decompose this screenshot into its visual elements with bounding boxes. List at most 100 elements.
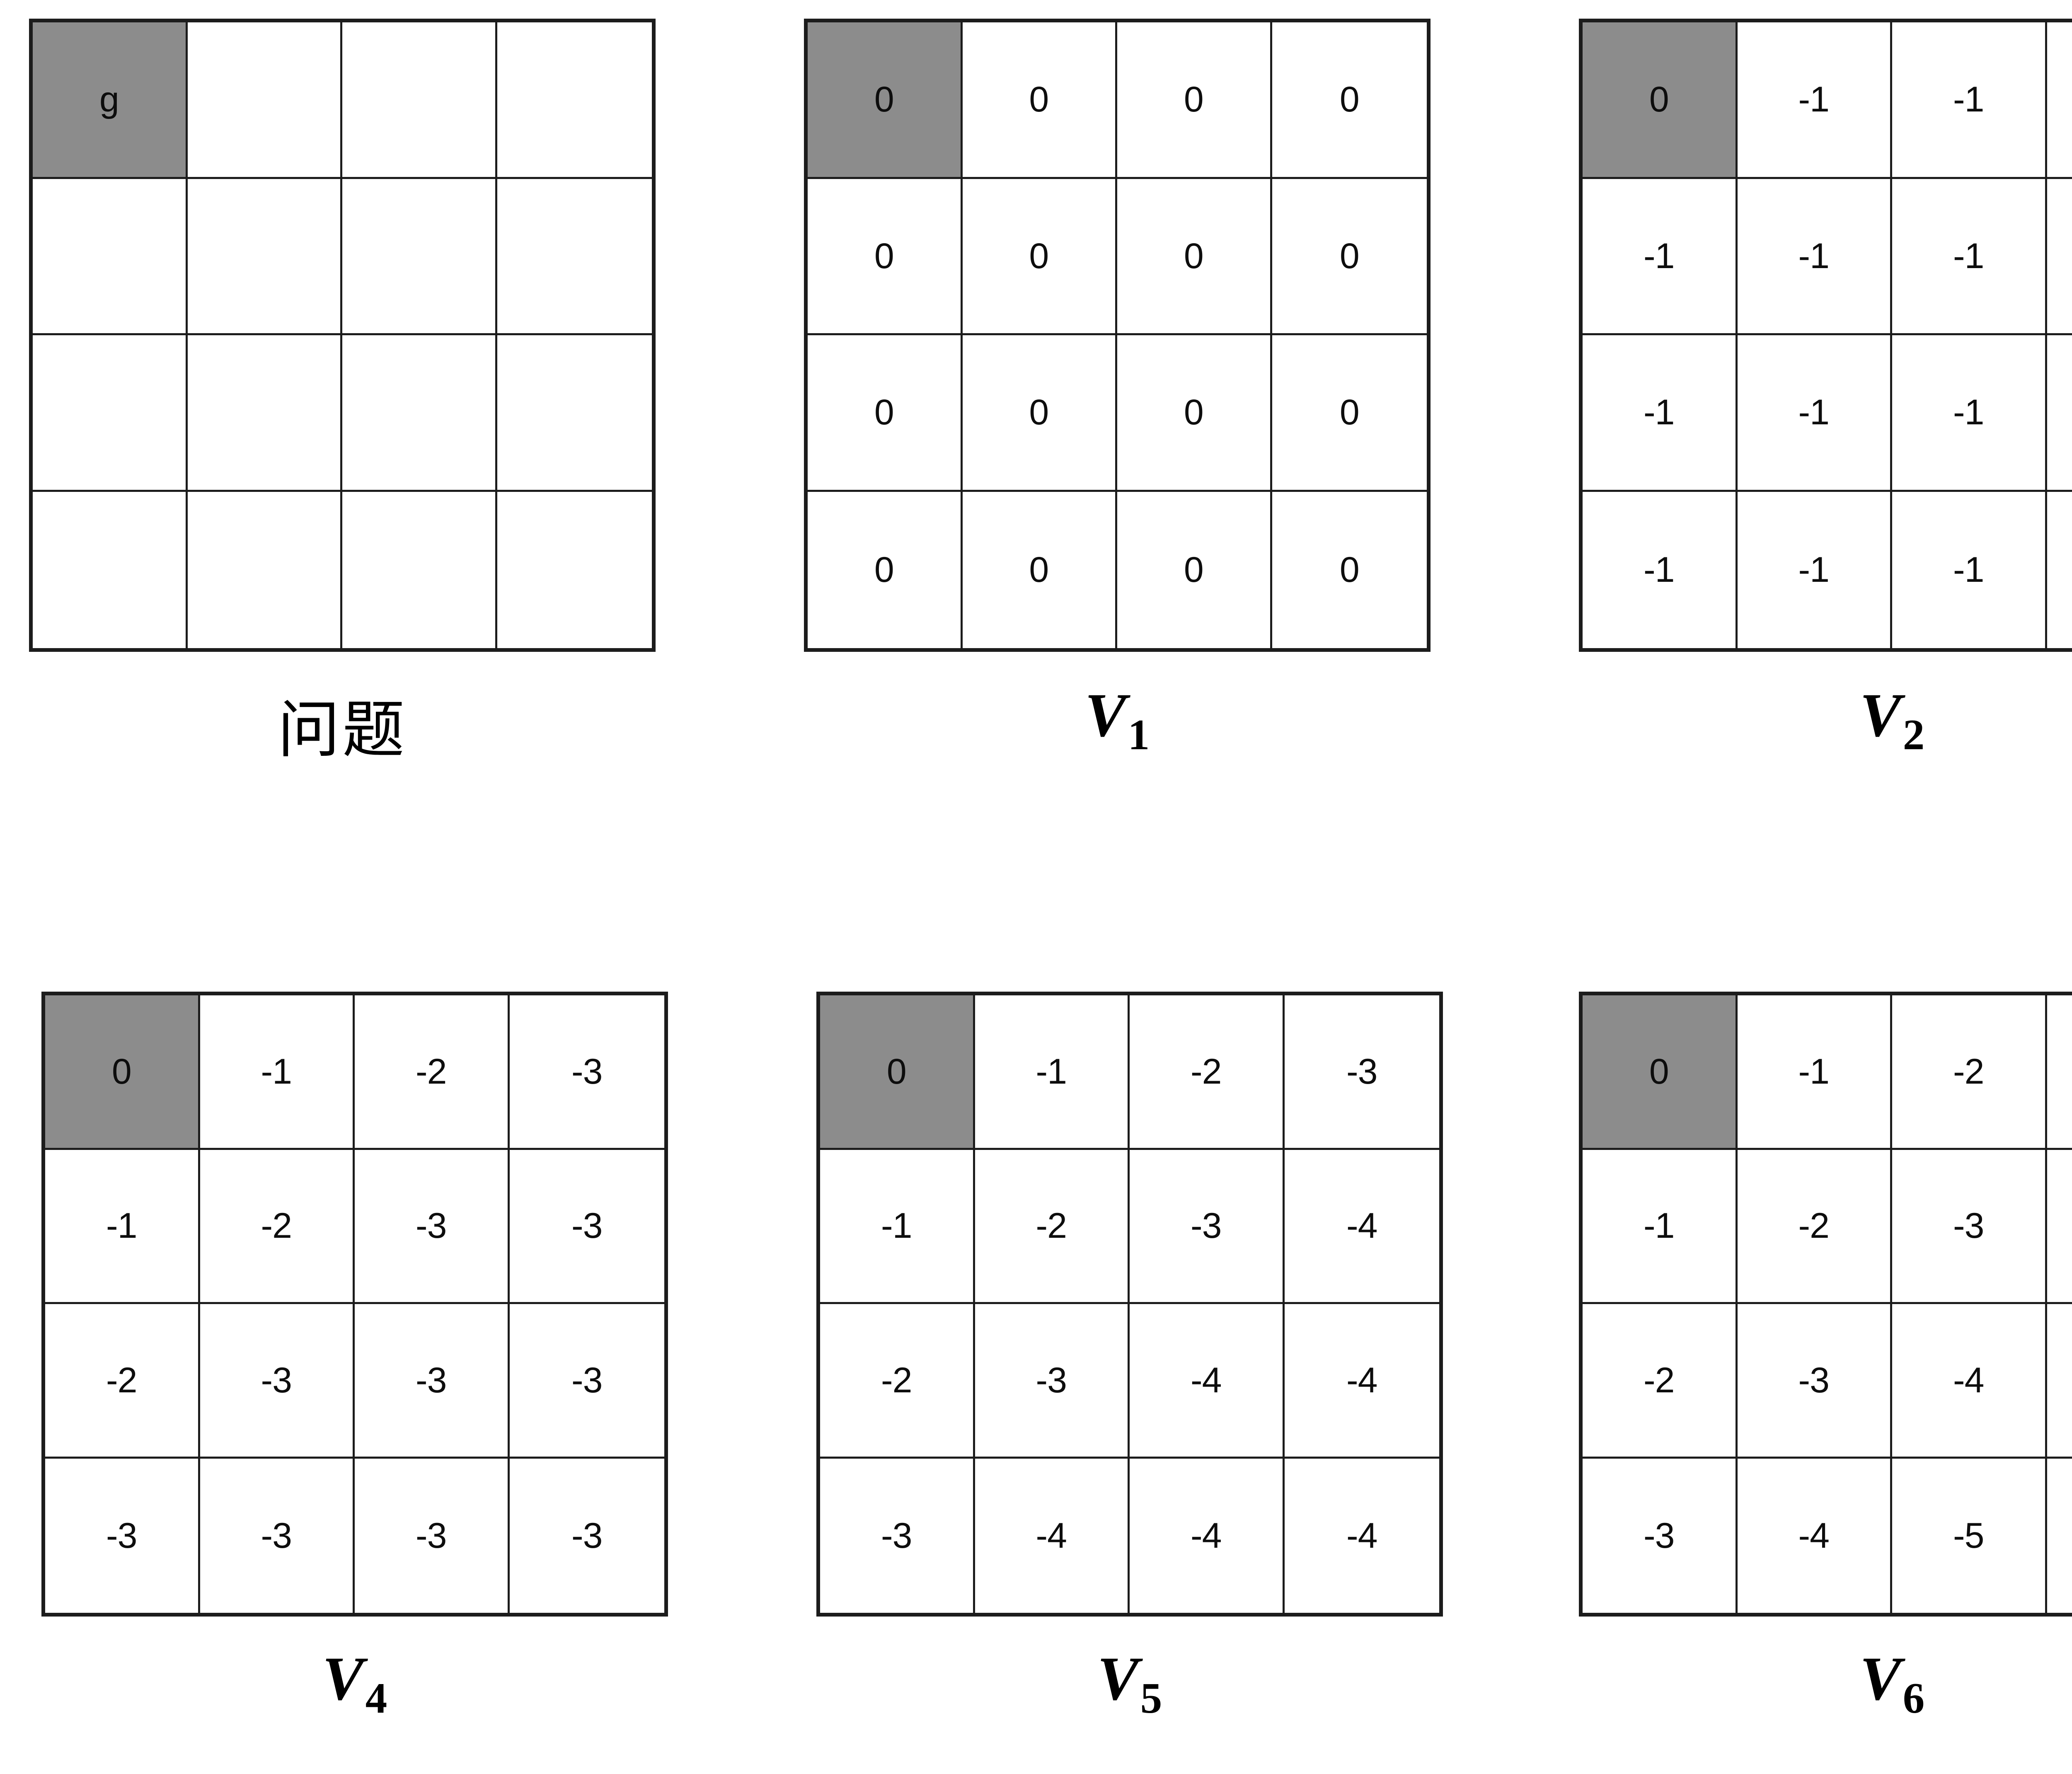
caption-subscript: 6 xyxy=(1903,1673,1925,1722)
grid-cell: -2 xyxy=(1583,1304,1738,1459)
grid-cell: -4 xyxy=(1737,1458,1892,1613)
goal-cell: 0 xyxy=(1583,995,1738,1150)
grid-cell: -1 xyxy=(1892,491,2047,648)
goal-cell: 0 xyxy=(1583,22,1738,179)
value-grid-v4: 0-1-2-3-1-2-3-3-2-3-3-3-3-3-3-3 xyxy=(41,992,668,1617)
caption-text: V xyxy=(322,1644,364,1713)
grid-cell xyxy=(33,491,188,648)
grid-cell: -1 xyxy=(975,995,1130,1150)
grid-cell: -1 xyxy=(1737,335,1892,492)
grid-cell: 0 xyxy=(962,179,1117,335)
grid-cell xyxy=(187,491,342,648)
grid-cell: -1 xyxy=(2047,22,2072,179)
grid-cell: -4 xyxy=(1284,1150,1439,1304)
value-grid-v6: 0-1-2-3-1-2-3-4-2-3-4-5-3-4-5-5 xyxy=(1579,992,2072,1617)
caption-text: V xyxy=(1084,681,1126,750)
grid-cell: -2 xyxy=(1130,995,1285,1150)
grid-cell: -1 xyxy=(1892,22,2047,179)
grid-cell: -1 xyxy=(2047,179,2072,335)
grid-cell: -3 xyxy=(1130,1150,1285,1304)
caption-text: 问题 xyxy=(277,694,407,766)
grid-cell: -4 xyxy=(1284,1458,1439,1613)
grid-cell: -1 xyxy=(45,1150,200,1304)
grid-cell: 0 xyxy=(1272,22,1427,179)
panel-caption-problem: 问题 xyxy=(29,680,656,770)
grid-cell: -1 xyxy=(1583,1150,1738,1304)
grid-cell xyxy=(497,22,652,179)
grid-cell: -5 xyxy=(1892,1458,2047,1613)
grid-cell: 0 xyxy=(808,179,963,335)
grid-cell: 0 xyxy=(962,491,1117,648)
grid-cell: -1 xyxy=(1737,22,1892,179)
grid-cell xyxy=(33,335,188,492)
goal-cell: 0 xyxy=(820,995,975,1150)
value-grid-problem: g xyxy=(29,19,656,652)
goal-cell: 0 xyxy=(45,995,200,1150)
panel-caption-v6: V6 xyxy=(1579,1643,2072,1723)
grid-cell: -1 xyxy=(1892,179,2047,335)
grid-cell: -1 xyxy=(1583,335,1738,492)
grid-cell: -3 xyxy=(200,1304,355,1459)
grid-cell: 0 xyxy=(808,491,963,648)
grid-cell: -5 xyxy=(2047,1304,2072,1459)
caption-subscript: 1 xyxy=(1128,710,1150,759)
grid-cell: -1 xyxy=(1892,335,2047,492)
grid-cell: -1 xyxy=(1737,491,1892,648)
grid-cell: -2 xyxy=(355,995,510,1150)
grid-cell xyxy=(187,179,342,335)
panel-v6: 0-1-2-3-1-2-3-4-2-3-4-5-3-4-5-5V6 xyxy=(1579,992,2072,1722)
grid-cell: 0 xyxy=(962,22,1117,179)
grid-cell xyxy=(33,179,188,335)
grid-cell: -3 xyxy=(45,1458,200,1613)
grid-cell: -3 xyxy=(1737,1304,1892,1459)
grid-cell: -4 xyxy=(1130,1304,1285,1459)
panel-caption-v4: V4 xyxy=(41,1643,668,1723)
grid-cell: -1 xyxy=(1737,995,1892,1150)
panel-problem: g 问题 xyxy=(29,19,656,766)
grid-cell: 0 xyxy=(808,335,963,492)
grid-cell: -3 xyxy=(975,1304,1130,1459)
caption-text: V xyxy=(1097,1644,1139,1713)
panel-v2: 0-1-1-1-1-1-1-1-1-1-1-1-1-1-1-1V2 xyxy=(1579,19,2072,759)
grid-cell: -4 xyxy=(1892,1304,2047,1459)
grid-cell: -1 xyxy=(1583,491,1738,648)
grid-cell: -4 xyxy=(2047,1150,2072,1304)
grid-cell xyxy=(187,22,342,179)
value-grid-v2: 0-1-1-1-1-1-1-1-1-1-1-1-1-1-1-1 xyxy=(1579,19,2072,652)
grid-cell: -3 xyxy=(509,1304,664,1459)
grid-cell: -2 xyxy=(45,1304,200,1459)
grid-cell: 0 xyxy=(1272,335,1427,492)
grid-cell: -2 xyxy=(1737,1150,1892,1304)
grid-cell: -4 xyxy=(1130,1458,1285,1613)
grid-cell: 0 xyxy=(1272,179,1427,335)
grid-cell: -2 xyxy=(1892,995,2047,1150)
grid-cell xyxy=(497,491,652,648)
caption-subscript: 4 xyxy=(365,1673,387,1722)
grid-cell: -3 xyxy=(509,995,664,1150)
grid-cell: 0 xyxy=(962,335,1117,492)
grid-cell: -3 xyxy=(355,1304,510,1459)
goal-cell: g xyxy=(33,22,188,179)
grid-cell: -3 xyxy=(355,1458,510,1613)
grid-cell xyxy=(497,335,652,492)
grid-cell xyxy=(342,22,497,179)
grid-cell: 0 xyxy=(1117,179,1272,335)
grid-cell: 0 xyxy=(1117,22,1272,179)
grid-cell: -5 xyxy=(2047,1458,2072,1613)
grid-cell: -3 xyxy=(1284,995,1439,1150)
panel-caption-v1: V1 xyxy=(804,680,1431,760)
grid-cell: -1 xyxy=(2047,335,2072,492)
grid-cell xyxy=(497,179,652,335)
grid-cell: -4 xyxy=(975,1458,1130,1613)
grid-cell xyxy=(342,179,497,335)
grid-cell: -1 xyxy=(1737,179,1892,335)
grid-cell: -3 xyxy=(1892,1150,2047,1304)
grid-cell: -3 xyxy=(355,1150,510,1304)
grid-cell: -4 xyxy=(1284,1304,1439,1459)
grid-cell: -1 xyxy=(820,1150,975,1304)
caption-subscript: 5 xyxy=(1140,1673,1162,1722)
